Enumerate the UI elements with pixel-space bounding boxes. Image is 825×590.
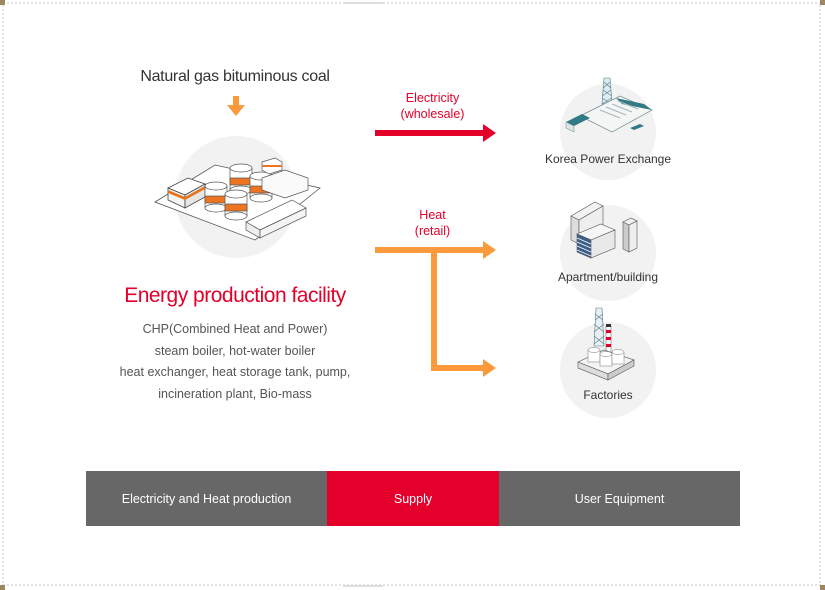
- heat-flow-type: (retail): [414, 224, 451, 238]
- facility-line: heat exchanger, heat storage tank, pump,: [119, 365, 351, 379]
- destination-label: Factories: [583, 388, 633, 402]
- heat-flow-label: Heat (retail): [380, 207, 485, 239]
- facility-line: incineration plant, Bio-mass: [158, 386, 312, 401]
- stage-supply: Supply: [327, 471, 499, 526]
- facility-line: steam boiler, hot-water boiler: [154, 343, 316, 358]
- frame-corner-bottom-right: [820, 585, 825, 590]
- apartment-building-icon: [570, 201, 638, 259]
- frame-corner-bottom-left: [0, 585, 5, 590]
- facility-title: Energy production facility: [124, 284, 346, 307]
- destination-label: Korea Power Exchange: [544, 152, 672, 166]
- frame-corner-top-right: [820, 0, 825, 5]
- heat-flow-title: Heat: [419, 208, 446, 222]
- power-plant-icon: [565, 77, 653, 133]
- electricity-arrow-icon: [375, 124, 496, 142]
- stage-production: Electricity and Heat production: [86, 471, 327, 526]
- electricity-flow-type: (wholesale): [400, 107, 465, 121]
- power-facility-icon: [154, 157, 321, 241]
- frame-top-accent: [343, 2, 383, 4]
- destination-label: Apartment/building: [557, 270, 659, 284]
- fuel-source-label: Natural gas bituminous coal: [140, 68, 330, 85]
- stage-user-equipment: User Equipment: [499, 471, 740, 526]
- heat-arrow-icon: [375, 241, 496, 377]
- electricity-flow-title: Electricity: [405, 91, 460, 105]
- down-arrow-icon: [227, 96, 245, 116]
- factory-icon: [577, 307, 635, 381]
- frame-bottom-accent: [343, 585, 383, 587]
- frame-corner-top-left: [0, 0, 5, 5]
- stage-bar: Electricity and Heat production Supply U…: [86, 471, 740, 526]
- electricity-flow-label: Electricity (wholesale): [380, 90, 485, 122]
- facility-description: CHP(Combined Heat and Power) steam boile…: [95, 319, 375, 405]
- facility-line: CHP(Combined Heat and Power): [142, 322, 328, 336]
